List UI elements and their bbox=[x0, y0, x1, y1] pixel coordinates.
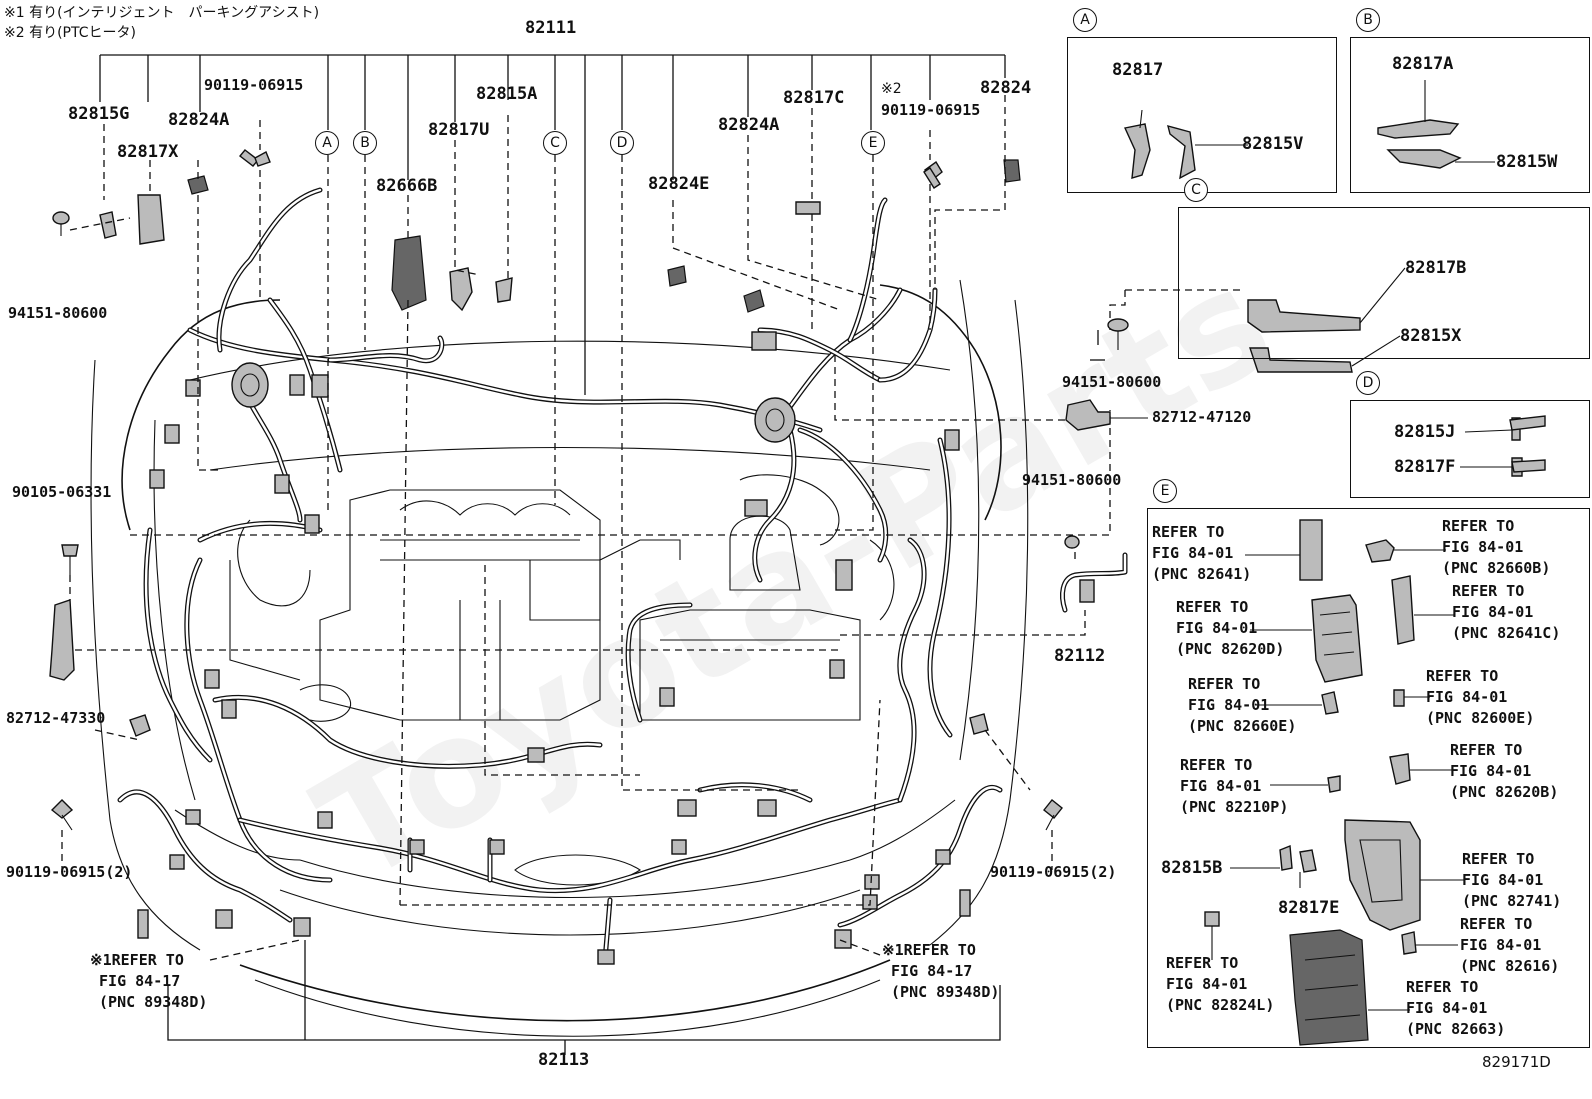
note-1: ※1 有り(インテリジェント パーキングアシスト) bbox=[4, 5, 320, 21]
part-label-90105-06331[interactable]: 90105-06331 bbox=[12, 483, 112, 501]
callout-right-fig-84-17[interactable]: ※1REFER TO FIG 84-17 (PNC 89348D) bbox=[882, 941, 1000, 1001]
engine-block bbox=[229, 474, 895, 722]
inset-d bbox=[1350, 400, 1590, 498]
leader-lines bbox=[61, 54, 1245, 1055]
part-label-94151-80600-mid[interactable]: 94151-80600 bbox=[1062, 373, 1162, 391]
inset-e-ref-82741[interactable]: REFER TO FIG 84-01 (PNC 82741) bbox=[1462, 850, 1562, 910]
part-label-94151-80600-right[interactable]: 94151-80600 bbox=[1022, 471, 1122, 489]
part-label-90119-06915-top[interactable]: 90119-06915 bbox=[204, 76, 304, 94]
section-marker-a[interactable]: A bbox=[315, 131, 339, 155]
inset-a-part-82815v[interactable]: 82815V bbox=[1242, 134, 1304, 154]
inset-e-ref-82660e[interactable]: REFER TO FIG 84-01 (PNC 82660E) bbox=[1188, 675, 1297, 735]
inset-b-tag: B bbox=[1356, 8, 1380, 32]
inset-e bbox=[1147, 508, 1590, 1048]
part-label-82817x[interactable]: 82817X bbox=[117, 142, 179, 162]
section-marker-d[interactable]: D bbox=[610, 131, 634, 155]
inset-e-part-82817e[interactable]: 82817E bbox=[1278, 898, 1340, 918]
part-label-82824[interactable]: 82824 bbox=[980, 78, 1032, 98]
inset-e-ref-82660b[interactable]: REFER TO FIG 84-01 (PNC 82660B) bbox=[1442, 517, 1551, 577]
figure-id: 829171D bbox=[1482, 1053, 1551, 1071]
inset-e-tag: E bbox=[1153, 479, 1177, 503]
part-label-82824e[interactable]: 82824E bbox=[648, 174, 710, 194]
callout-left-fig-84-17[interactable]: ※1REFER TO FIG 84-17 (PNC 89348D) bbox=[90, 951, 208, 1011]
section-marker-e[interactable]: E bbox=[861, 131, 885, 155]
grommets bbox=[231, 362, 796, 443]
inset-b-part-82815w[interactable]: 82815W bbox=[1496, 152, 1558, 172]
harness-connectors bbox=[137, 331, 971, 965]
inset-e-ref-82616[interactable]: REFER TO FIG 84-01 (PNC 82616) bbox=[1460, 915, 1560, 975]
part-label-82111[interactable]: 82111 bbox=[525, 18, 577, 38]
part-label-82817c[interactable]: 82817C bbox=[783, 88, 845, 108]
part-label-90119-06915-right[interactable]: 90119-06915 bbox=[881, 101, 981, 119]
part-label-82824a-left[interactable]: 82824A bbox=[168, 110, 230, 130]
section-marker-b[interactable]: B bbox=[353, 131, 377, 155]
inset-e-part-82815b[interactable]: 82815B bbox=[1161, 858, 1223, 878]
inset-e-ref-82600e[interactable]: REFER TO FIG 84-01 (PNC 82600E) bbox=[1426, 667, 1535, 727]
inset-a bbox=[1067, 37, 1337, 193]
inset-a-parts bbox=[1123, 109, 1248, 180]
inset-c-part-82817b[interactable]: 82817B bbox=[1405, 258, 1467, 278]
inset-a-part-82817[interactable]: 82817 bbox=[1112, 60, 1164, 80]
inset-d-part-82817f[interactable]: 82817F bbox=[1394, 457, 1456, 477]
inset-b-parts bbox=[1377, 80, 1495, 169]
inset-d-parts bbox=[1460, 415, 1546, 477]
inset-e-ref-82824l[interactable]: REFER TO FIG 84-01 (PNC 82824L) bbox=[1166, 954, 1275, 1014]
part-label-82824a-right[interactable]: 82824A bbox=[718, 115, 780, 135]
inset-d-tag: D bbox=[1356, 371, 1380, 395]
inset-a-tag: A bbox=[1073, 8, 1097, 32]
part-label-94151-80600-left[interactable]: 94151-80600 bbox=[8, 304, 108, 322]
right-side-parts bbox=[1060, 318, 1148, 613]
harness-82113 bbox=[117, 437, 1003, 963]
section-marker-c[interactable]: C bbox=[543, 131, 567, 155]
inset-d-part-82815j[interactable]: 82815J bbox=[1394, 422, 1456, 442]
part-label-90119-06915-2-left[interactable]: 90119-06915(2) bbox=[6, 863, 133, 881]
inset-c bbox=[1178, 207, 1590, 359]
part-label-82712-47330[interactable]: 82712-47330 bbox=[6, 709, 106, 727]
note-2: ※2 有り(PTCヒータ) bbox=[4, 25, 136, 41]
part-label-82817u[interactable]: 82817U bbox=[428, 120, 490, 140]
clips-and-bolts bbox=[49, 149, 1063, 831]
harness-82111 bbox=[187, 187, 938, 583]
inset-b bbox=[1350, 37, 1590, 193]
part-label-82666b[interactable]: 82666B bbox=[376, 176, 438, 196]
part-label-82815a[interactable]: 82815A bbox=[476, 84, 538, 104]
part-label-82113[interactable]: 82113 bbox=[538, 1050, 590, 1070]
note-mark-2: ※2 bbox=[881, 81, 902, 97]
inset-e-parts bbox=[1204, 519, 1465, 1046]
part-label-82815g[interactable]: 82815G bbox=[68, 104, 130, 124]
inset-c-part-82815x[interactable]: 82815X bbox=[1400, 326, 1462, 346]
inset-e-ref-82620b[interactable]: REFER TO FIG 84-01 (PNC 82620B) bbox=[1450, 741, 1559, 801]
inset-e-ref-82620d[interactable]: REFER TO FIG 84-01 (PNC 82620D) bbox=[1176, 598, 1285, 658]
part-label-90119-06915-2-right[interactable]: 90119-06915(2) bbox=[990, 863, 1117, 881]
part-label-82712-47120[interactable]: 82712-47120 bbox=[1152, 408, 1252, 426]
inset-e-ref-82641[interactable]: REFER TO FIG 84-01 (PNC 82641) bbox=[1152, 523, 1252, 583]
inset-e-ref-82663[interactable]: REFER TO FIG 84-01 (PNC 82663) bbox=[1406, 978, 1506, 1038]
inset-c-tag: C bbox=[1184, 178, 1208, 202]
inset-b-part-82817a[interactable]: 82817A bbox=[1392, 54, 1454, 74]
part-label-82112[interactable]: 82112 bbox=[1054, 646, 1106, 666]
inset-c-parts bbox=[1247, 267, 1406, 373]
inset-e-ref-82641c[interactable]: REFER TO FIG 84-01 (PNC 82641C) bbox=[1452, 582, 1561, 642]
inset-e-ref-82210p[interactable]: REFER TO FIG 84-01 (PNC 82210P) bbox=[1180, 756, 1289, 816]
